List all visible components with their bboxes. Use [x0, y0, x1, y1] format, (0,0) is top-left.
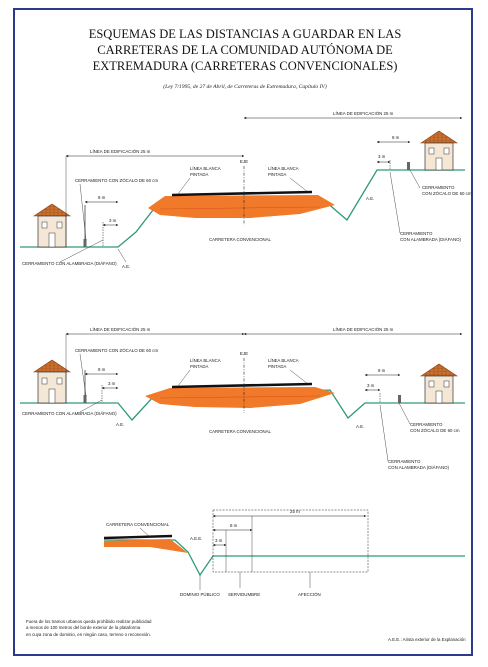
label-8m-right-2: 8 m	[378, 368, 386, 373]
label-3m-left: 3 m	[109, 218, 117, 223]
label-linea-blanca-left-2: LÍNEA BLANCA	[190, 358, 221, 363]
label-pintada-right-2: PINTADA	[268, 364, 286, 369]
label-cerramiento-right-3: CERRAMIENTO	[410, 422, 443, 427]
label-cerramiento-right-2: CERRAMIENTO	[400, 231, 433, 236]
house-left	[33, 203, 71, 248]
axis-label: EJE	[240, 159, 248, 164]
label-3m-right-2: 3 m	[367, 383, 375, 388]
label-3m-bottom: 3 m	[215, 538, 223, 543]
label-25m-bottom: 25 m	[290, 509, 300, 514]
road-pavement	[171, 190, 313, 197]
road-pavement-2	[171, 382, 313, 389]
label-ae-left-2: A.E.	[116, 422, 124, 427]
label-cerramiento-zocalo-2: CERRAMIENTO CON ZÓCALO DE 60 cm	[75, 348, 158, 353]
label-ae-right-2: A.E.	[356, 424, 364, 429]
label-pintada-right: PINTADA	[268, 172, 286, 177]
label-linea-blanca-left: LÍNEA BLANCA	[190, 166, 221, 171]
house-right-2	[420, 363, 458, 404]
label-zocalo-right-2: CON ZÓCALO DE 60 cm	[410, 428, 460, 433]
label-servidumbre: SERVIDUMBRE	[228, 592, 260, 597]
road-embankment	[148, 195, 335, 218]
label-ae-right: A.E.	[366, 196, 374, 201]
subtitle: (Ley 7/1995, de 27 de Abril, de Carreter…	[163, 84, 327, 90]
label-pintada-left-2: PINTADA	[190, 364, 208, 369]
label-linea-edificacion-left: LÍNEA DE EDIFICACIÓN 25 m	[90, 149, 151, 154]
footnote-line-1: Fuera de los tramos urbanos queda prohib…	[26, 619, 152, 624]
road-label: CARRETERA CONVENCIONAL	[209, 237, 271, 242]
label-alambrada-right-2: CON ALAMBRADA (DIÁFANO)	[388, 465, 450, 470]
label-linea-blanca-right: LÍNEA BLANCA	[268, 166, 299, 171]
label-pintada-left: PINTADA	[190, 172, 208, 177]
label-cerramiento-right-4: CERRAMIENTO	[388, 459, 421, 464]
label-linea-edificacion-right-2: LÍNEA DE EDIFICACIÓN 25 m	[333, 327, 394, 332]
label-afeccion: AFECCIÓN	[298, 592, 321, 597]
title-line-3: EXTREMADURA (CARRETERAS CONVENCIONALES)	[92, 59, 398, 73]
title-line-2: CARRETERAS DE LA COMUNIDAD AUTÓNOMA DE	[97, 43, 393, 57]
label-8m-bottom: 8 m	[230, 523, 238, 528]
label-zocalo-right: CON ZÓCALO DE 60 cm	[422, 191, 472, 196]
fence-plinth-left	[83, 239, 87, 247]
fence-plinth-right	[407, 162, 410, 170]
label-3m-left-2: 3 m	[108, 381, 116, 386]
house-right	[420, 130, 458, 171]
diagram-zones: CARRETERA CONVENCIONAL A.E.E. 25 m 8 m 3…	[103, 509, 465, 597]
label-linea-blanca-right-2: LÍNEA BLANCA	[268, 358, 299, 363]
road-embankment-3	[104, 539, 188, 553]
page-border	[13, 8, 473, 656]
house-left-2	[33, 359, 71, 404]
road-embankment-2	[145, 387, 335, 408]
label-3m-right: 3 m	[378, 154, 386, 159]
label-carretera-bottom: CARRETERA CONVENCIONAL	[106, 522, 170, 527]
label-8m-left: 8 m	[98, 195, 106, 200]
axis-label-2: EJE	[240, 351, 248, 356]
label-8m-right: 8 m	[392, 135, 400, 140]
label-cerramiento-alambrada: CERRAMIENTO CON ALAMBRADA (DIÁFANO)	[22, 261, 117, 266]
diagram-cross-section-1: EJE CARRETERA CONVENCIONAL	[20, 111, 472, 269]
label-cerramiento-zocalo: CERRAMIENTO CON ZÓCALO DE 60 cm	[75, 178, 158, 183]
footnote: Fuera de los tramos urbanos queda prohib…	[26, 619, 176, 638]
diagram-cross-section-2: EJE CARRETERA CONVENCIONAL L	[20, 327, 465, 470]
label-cerramiento-alambrada-2: CERRAMIENTO CON ALAMBRADA (DIÁFANO)	[22, 411, 117, 416]
label-ae-left: A.E.	[122, 264, 130, 269]
footnote-line-3: en cuya zona de dominio, en ningún caso,…	[26, 631, 151, 637]
label-aee: A.E.E.	[190, 536, 202, 541]
road-label-2: CARRETERA CONVENCIONAL	[209, 429, 271, 434]
label-linea-edificacion-left-2: LÍNEA DE EDIFICACIÓN 25 m	[90, 327, 151, 332]
zones-frame	[212, 509, 369, 573]
title-line-1: ESQUEMAS DE LAS DISTANCIAS A GUARDAR EN …	[88, 27, 402, 41]
road-pavement-3	[103, 534, 173, 540]
footnote-line-2: a menos de 100 metros del borde exterior…	[26, 625, 141, 631]
label-linea-edificacion-right: LÍNEA DE EDIFICACIÓN 25 m	[333, 111, 394, 116]
label-8m-left-2: 8 m	[98, 367, 106, 372]
label-alambrada-right: CON ALAMBRADA (DIÁFANO)	[400, 237, 462, 242]
label-dominio-publico: DOMINIO PÚBLICO	[180, 592, 220, 597]
legend-aee: A.E.E.: Arista exterior de la Explanació…	[388, 637, 466, 642]
label-cerramiento-right: CERRAMIENTO	[422, 185, 455, 190]
